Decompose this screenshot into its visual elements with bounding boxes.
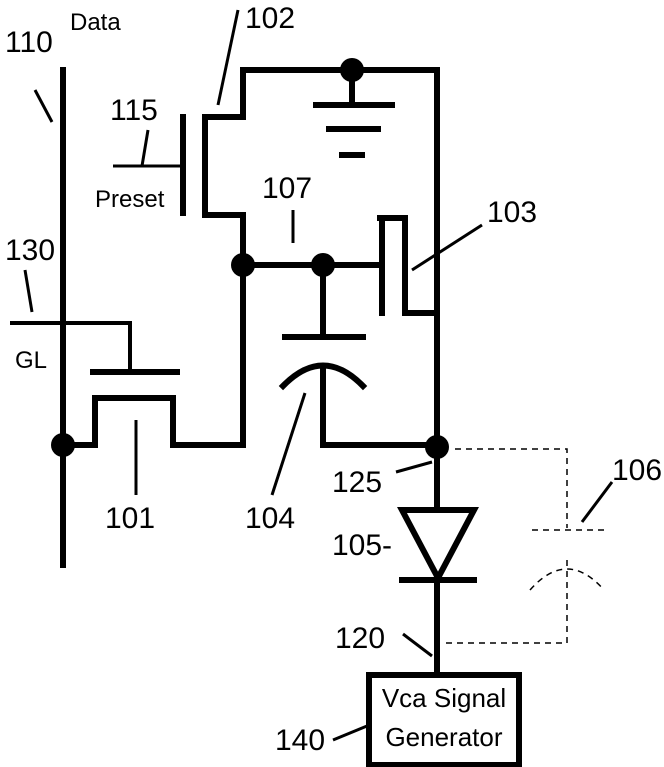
label-gate-line: 130 (5, 234, 55, 267)
label-preset-text: Preset (95, 186, 165, 213)
parasitic-cap-bottom-wire (445, 560, 567, 643)
gate-line-leader (25, 270, 32, 312)
drive-transistor-drain (405, 313, 437, 447)
cathode-node-leader (403, 634, 432, 656)
junction-dot-storage (231, 253, 255, 277)
generator-leader (333, 726, 367, 740)
data-line-leader (35, 90, 52, 122)
label-gate-node: 107 (262, 172, 312, 205)
junction-dot-gate (311, 253, 335, 277)
label-diode: 105- (332, 529, 392, 562)
generator-line2: Generator (385, 722, 502, 752)
preset-gate-leader (142, 130, 148, 166)
label-generator-ref: 140 (275, 724, 325, 757)
capacitor-bottom-wire (323, 368, 437, 445)
capacitor-leader (272, 393, 305, 495)
anode-node-leader (396, 462, 432, 472)
junction-dot-ground (340, 58, 364, 82)
label-preset-transistor: 102 (245, 2, 295, 35)
switch-transistor-channel (63, 398, 243, 445)
label-gl-text: GL (15, 347, 47, 374)
parasitic-cap-leader (582, 482, 612, 522)
junction-dot-anode (425, 435, 449, 459)
label-data-line: 110 (5, 26, 53, 59)
drive-transistor-leader (412, 225, 482, 270)
generator-line1: Vca Signal (382, 683, 506, 713)
label-switch-transistor: 101 (105, 502, 155, 535)
junction-dot-data (51, 433, 75, 457)
label-data-text: Data (70, 9, 121, 36)
label-parasitic-cap: 106 (612, 454, 662, 487)
label-drive-transistor: 103 (487, 196, 537, 229)
label-anode-node: 125 (332, 466, 382, 499)
label-capacitor: 104 (245, 502, 295, 535)
diode-triangle (402, 510, 474, 578)
label-cathode-node: 120 (335, 622, 385, 655)
label-preset-gate: 115 (110, 94, 158, 127)
preset-transistor-leader (218, 10, 238, 105)
